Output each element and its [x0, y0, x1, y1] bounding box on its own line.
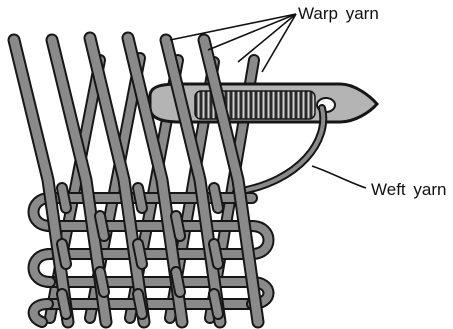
warp-over	[176, 272, 180, 292]
warp-over	[176, 216, 180, 236]
warp-over	[138, 244, 142, 264]
weft-yarn-label: Weft yarn	[371, 180, 446, 200]
warp-over	[138, 188, 142, 208]
warp-over	[214, 188, 218, 208]
weft-leader-line	[312, 166, 366, 188]
warp-over	[214, 244, 218, 264]
warp-over	[138, 294, 142, 314]
warp-over	[100, 272, 104, 292]
warp-over	[62, 188, 66, 208]
warp-over	[214, 294, 218, 314]
warp-over	[62, 244, 66, 264]
warp-yarn-label: Warp yarn	[298, 4, 379, 24]
warp-over	[100, 216, 104, 236]
warp-leader-lines	[170, 14, 296, 72]
warp-over	[62, 294, 66, 314]
